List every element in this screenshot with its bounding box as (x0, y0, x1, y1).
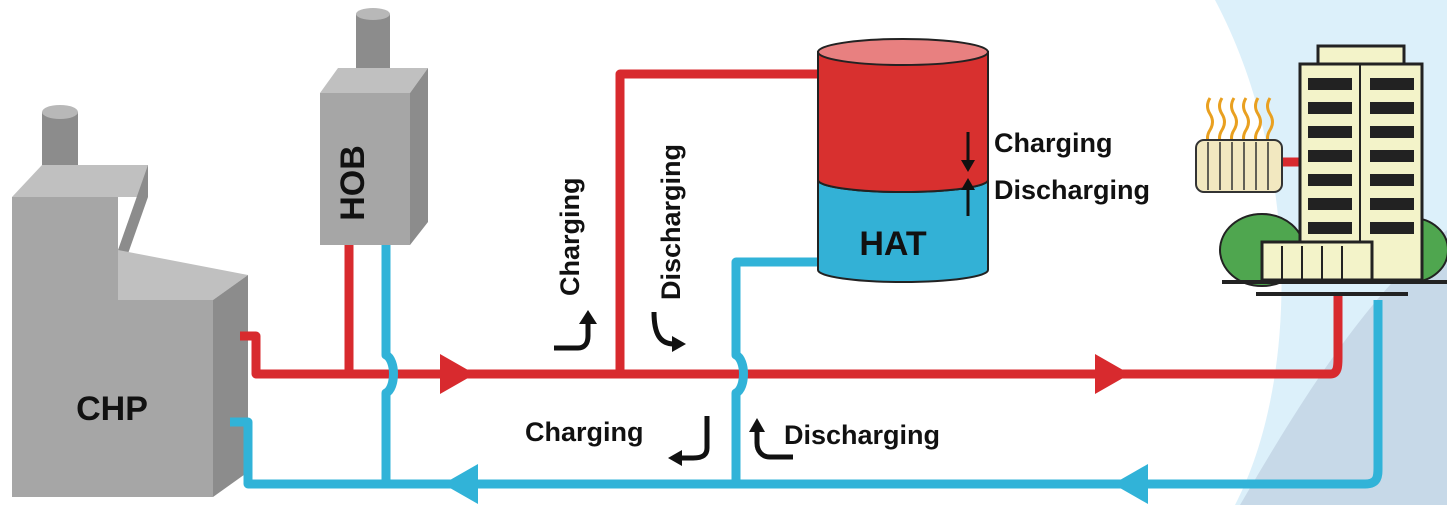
return-discharging-arrow (749, 418, 793, 460)
return-charging-arrow (668, 416, 710, 466)
supply-pipes (240, 69, 1343, 379)
building-windows (1308, 78, 1414, 234)
supply-charging-arrow (554, 310, 597, 351)
return-arrow-left (443, 464, 478, 504)
hat-label: HAT (859, 225, 927, 263)
supply-arrow-right (1095, 354, 1130, 394)
chp-label: CHP (76, 390, 148, 428)
return-pipes (230, 245, 1383, 489)
radiator-icon (1195, 97, 1283, 193)
flow-arrows (440, 354, 1148, 504)
supply-discharging-label: Discharging (656, 144, 686, 300)
return-arrow-right (1113, 464, 1148, 504)
supply-discharging-arrow (651, 311, 686, 352)
return-charging-label: Charging (525, 417, 644, 447)
hob-boiler: HOB (320, 8, 428, 245)
apartment-building-icon (1219, 44, 1447, 296)
supply-charging-label: Charging (555, 178, 585, 297)
tank-charging-label: Charging (994, 128, 1113, 158)
tank-discharging-label: Discharging (994, 175, 1150, 205)
chp-plant: CHP (12, 105, 248, 497)
supply-arrow-left (440, 354, 475, 394)
hat-tank: HAT Charging Discharging (817, 38, 1150, 283)
hob-label: HOB (334, 145, 372, 221)
return-discharging-label: Discharging (784, 420, 940, 450)
